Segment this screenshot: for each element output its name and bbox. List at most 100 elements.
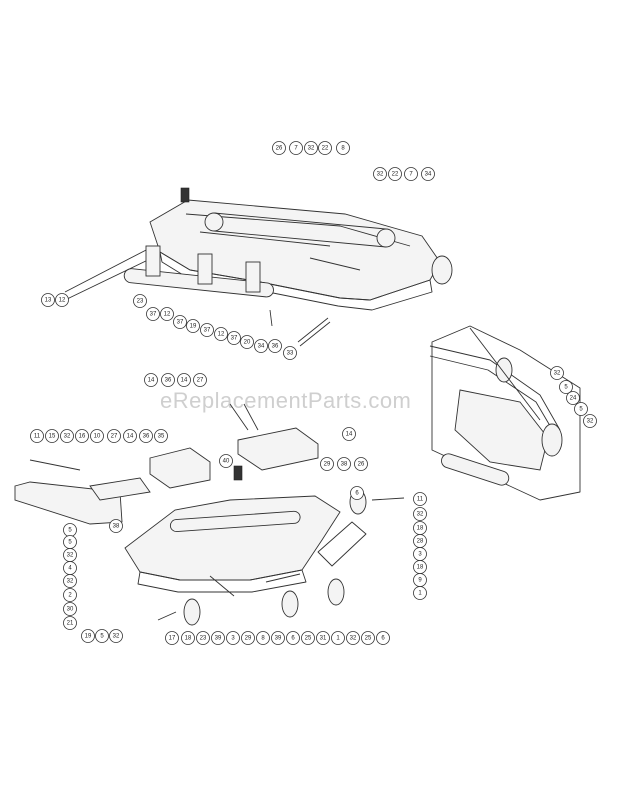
callout-mid-16: 16 bbox=[75, 429, 89, 443]
callout-number: 18 bbox=[417, 525, 424, 531]
callout-number: 12 bbox=[59, 297, 66, 303]
mid-leaf-spring bbox=[229, 403, 259, 431]
callout-number: 18 bbox=[185, 635, 192, 641]
callout-number: 5 bbox=[100, 633, 104, 639]
callout-top-37: 37 bbox=[200, 323, 214, 337]
callout-number: 13 bbox=[45, 297, 52, 303]
callout-number: 11 bbox=[34, 433, 41, 439]
callout-number: 6 bbox=[355, 490, 359, 496]
top-pulley-left bbox=[204, 212, 224, 232]
callout-top-19: 19 bbox=[186, 319, 200, 333]
callout-mid-10: 10 bbox=[90, 429, 104, 443]
callout-number: 23 bbox=[137, 298, 144, 304]
callout-number: 32 bbox=[377, 171, 384, 177]
callout-circle bbox=[320, 457, 334, 471]
callout-number: 16 bbox=[79, 433, 86, 439]
callout-circle bbox=[95, 629, 109, 643]
top-wheel-right bbox=[431, 255, 453, 285]
callout-number: 21 bbox=[67, 620, 74, 626]
callout-bot-1: 1 bbox=[331, 631, 345, 645]
callout-top-12: 12 bbox=[160, 307, 174, 321]
inset-wheel-bottom bbox=[541, 423, 563, 457]
callout-number: 11 bbox=[417, 496, 424, 502]
callout-number: 34 bbox=[425, 171, 432, 177]
callout-circle bbox=[60, 429, 74, 443]
callout-mid-5: 5 bbox=[63, 523, 77, 537]
callout-number: 20 bbox=[244, 339, 251, 345]
callout-number: 37 bbox=[150, 311, 157, 317]
callout-circle bbox=[139, 429, 153, 443]
callout-number: 29 bbox=[245, 635, 252, 641]
callout-number: 40 bbox=[223, 458, 230, 464]
callout-circle bbox=[271, 631, 285, 645]
callout-circle bbox=[193, 373, 207, 387]
callout-top-34: 34 bbox=[254, 339, 268, 353]
top-bracket-left bbox=[145, 245, 161, 277]
callout-number: 37 bbox=[177, 319, 184, 325]
callout-mid-36: 36 bbox=[139, 429, 153, 443]
callout-circle bbox=[45, 429, 59, 443]
callout-number: 9 bbox=[418, 577, 422, 583]
callout-circle bbox=[413, 492, 427, 506]
mid-roller-bar bbox=[169, 510, 301, 533]
callout-top-7: 7 bbox=[289, 141, 303, 155]
callout-bot-3: 3 bbox=[226, 631, 240, 645]
callout-circle bbox=[337, 457, 351, 471]
callout-circle bbox=[240, 335, 254, 349]
callout-bot-6: 6 bbox=[376, 631, 390, 645]
callout-circle bbox=[304, 141, 318, 155]
callout-bot-17: 17 bbox=[165, 631, 179, 645]
callout-number: 22 bbox=[322, 145, 329, 151]
callout-mid-3: 3 bbox=[413, 547, 427, 561]
callout-number: 33 bbox=[287, 350, 294, 356]
callout-number: 24 bbox=[570, 395, 577, 401]
mid-wheel-right-bottom bbox=[327, 578, 345, 606]
callout-circle bbox=[219, 454, 233, 468]
callout-circle bbox=[354, 457, 368, 471]
callout-circle bbox=[144, 373, 158, 387]
callout-inset-24: 24 bbox=[566, 391, 580, 405]
callout-number: 32 bbox=[64, 433, 71, 439]
callout-number: 32 bbox=[350, 635, 357, 641]
callout-mid-14: 14 bbox=[123, 429, 137, 443]
mid-deck-assembly bbox=[14, 403, 405, 626]
callout-top-7: 7 bbox=[404, 167, 418, 181]
callout-circle bbox=[133, 294, 147, 308]
top-belt bbox=[213, 212, 387, 248]
callout-mid-11: 11 bbox=[413, 492, 427, 506]
callout-circle bbox=[55, 293, 69, 307]
callout-number: 12 bbox=[218, 331, 225, 337]
callout-number: 14 bbox=[181, 377, 188, 383]
mid-bolt-right bbox=[371, 497, 405, 501]
callout-top-32: 32 bbox=[304, 141, 318, 155]
callout-circle bbox=[346, 631, 360, 645]
callout-circle bbox=[331, 631, 345, 645]
inset-detail bbox=[429, 325, 581, 501]
callout-mid-9: 9 bbox=[413, 573, 427, 587]
callout-inset-32: 32 bbox=[583, 414, 597, 428]
callout-number: 14 bbox=[148, 377, 155, 383]
mid-deck-plate bbox=[124, 495, 341, 581]
callout-number: 5 bbox=[68, 527, 72, 533]
callout-number: 6 bbox=[381, 635, 385, 641]
callout-number: 7 bbox=[409, 171, 413, 177]
inset-rail bbox=[429, 345, 561, 437]
callout-number: 37 bbox=[231, 335, 238, 341]
callout-circle bbox=[107, 429, 121, 443]
callout-number: 2 bbox=[68, 592, 72, 598]
callout-circle bbox=[123, 429, 137, 443]
callout-top-23: 23 bbox=[133, 294, 147, 308]
inset-roller bbox=[441, 453, 510, 486]
callout-mid-30: 30 bbox=[63, 602, 77, 616]
callout-top-22: 22 bbox=[388, 167, 402, 181]
callout-mid-32: 32 bbox=[63, 574, 77, 588]
callout-bot-32: 32 bbox=[346, 631, 360, 645]
callout-number: 27 bbox=[197, 377, 204, 383]
callout-circle bbox=[559, 380, 573, 394]
callout-top-8: 8 bbox=[336, 141, 350, 155]
callout-circle bbox=[186, 319, 200, 333]
callout-number: 14 bbox=[346, 431, 353, 437]
callout-top-22: 22 bbox=[318, 141, 332, 155]
callout-number: 7 bbox=[294, 145, 298, 151]
callout-number: 32 bbox=[587, 418, 594, 424]
